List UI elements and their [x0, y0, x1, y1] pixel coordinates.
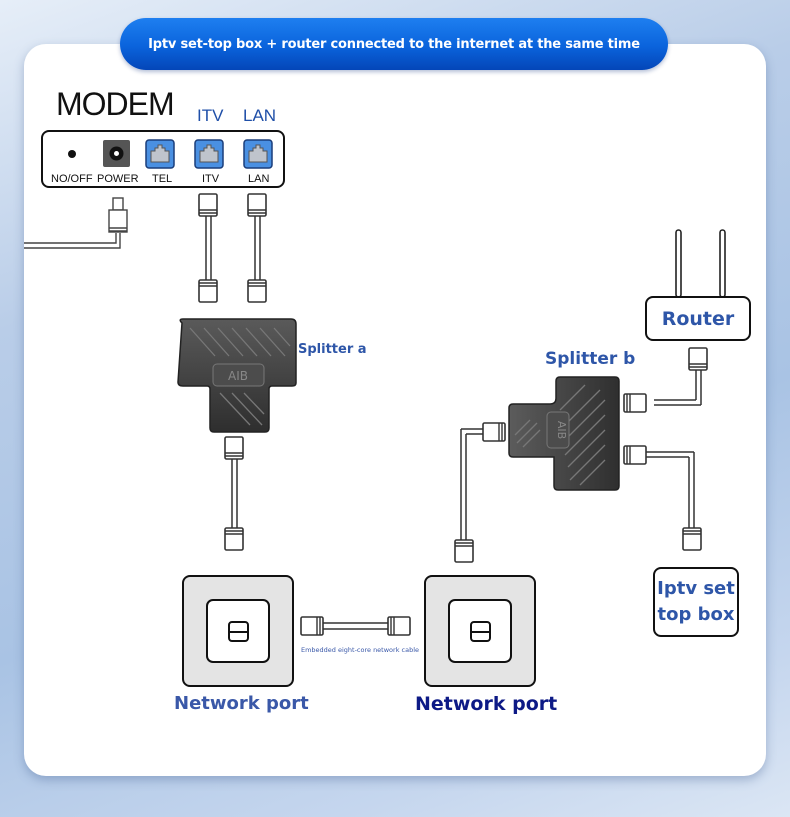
itv-top-label: ITV	[197, 106, 224, 125]
router-antennas	[675, 229, 726, 298]
network-port-2-label: Network port	[415, 693, 558, 715]
stb-label-line2: top box	[657, 604, 735, 625]
modem-lan-cable	[247, 193, 267, 303]
banner-title: Iptv set-top box + router connected to t…	[148, 36, 640, 52]
splitter-b-input-cable	[454, 422, 506, 563]
port-label-power: POWER	[97, 173, 139, 185]
iptv-set-top-box: Iptv set top box	[653, 567, 739, 637]
stb-label-line1: Iptv set	[657, 578, 735, 599]
embedded-network-cable	[300, 616, 411, 636]
network-port-2	[424, 575, 536, 687]
splitter-a-device: AIB	[177, 318, 297, 433]
lan-port-icon	[243, 139, 273, 169]
cable-note: Embedded eight-core network cable	[300, 646, 420, 654]
modem-itv-cable	[198, 193, 218, 303]
router-label: Router	[661, 307, 735, 330]
port-label-lan: LAN	[248, 173, 270, 185]
router-cable	[623, 347, 708, 413]
splitter-b-label: Splitter b	[545, 349, 636, 369]
port-label-tel: TEL	[152, 173, 173, 185]
power-switch-icon	[68, 150, 76, 158]
set-top-box-cable	[623, 445, 702, 551]
network-port-1	[182, 575, 294, 687]
power-jack-icon	[103, 140, 130, 167]
ethernet-jack-icon	[470, 621, 491, 642]
ethernet-jack-icon	[228, 621, 249, 642]
itv-port-icon	[194, 139, 224, 169]
power-cable	[24, 197, 128, 249]
splitter-a-label: Splitter a	[298, 342, 367, 357]
wall-plate	[206, 599, 270, 663]
splitter-b-marking: AIB	[555, 421, 568, 439]
lan-top-label: LAN	[243, 106, 277, 125]
splitter-b-device: AIB	[508, 376, 620, 491]
modem-title: MODEM	[56, 86, 175, 122]
wall-plate	[448, 599, 512, 663]
router: Router	[645, 296, 751, 341]
splitter-a-output-cable	[224, 436, 244, 551]
title-banner: Iptv set-top box + router connected to t…	[120, 18, 668, 70]
splitter-a-marking: AIB	[228, 369, 248, 383]
network-port-1-label: Network port	[174, 693, 309, 714]
tel-port-icon	[145, 139, 175, 169]
port-label-no-off: NO/OFF	[51, 173, 93, 185]
port-label-itv: ITV	[202, 173, 220, 185]
